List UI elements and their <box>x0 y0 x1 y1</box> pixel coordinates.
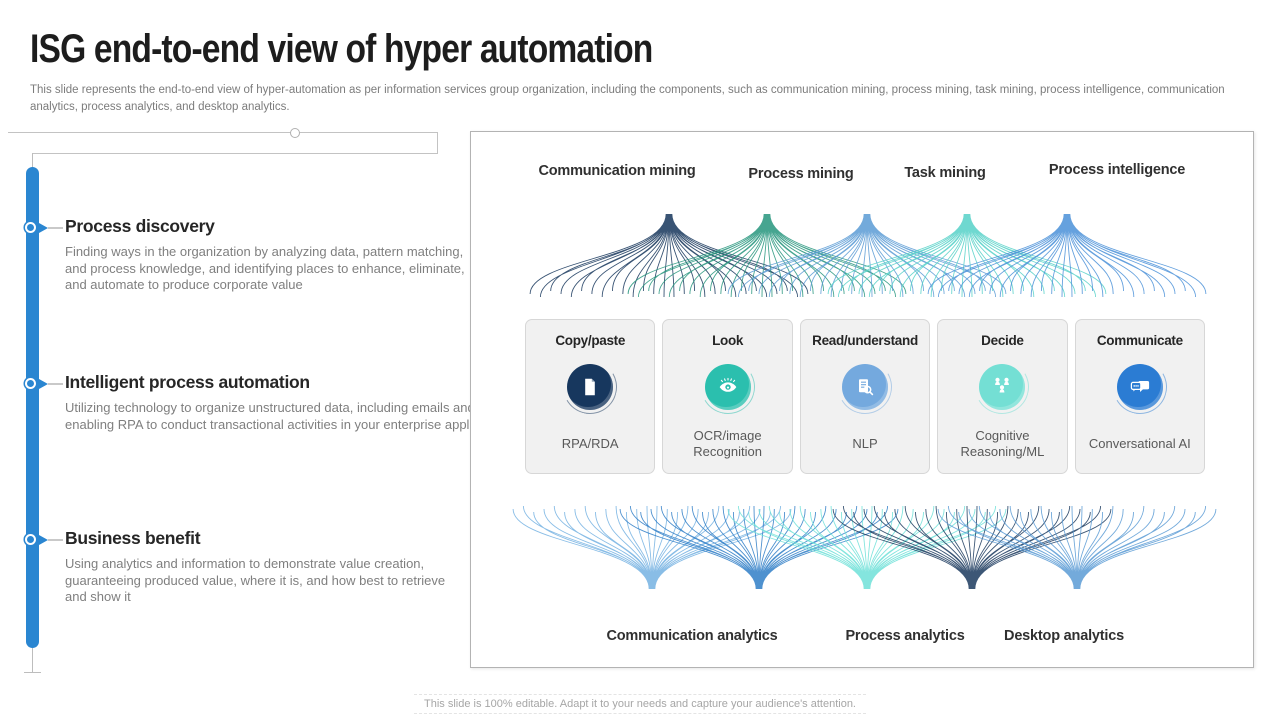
timeline-marker <box>25 222 36 233</box>
capability-box-header: Decide <box>981 333 1024 348</box>
capability-box-label: Cognitive Reasoning/ML <box>960 427 1045 459</box>
top-label-task-mining[interactable]: Task mining <box>904 165 986 181</box>
capability-box-look[interactable]: Look OCR/image Recognition <box>662 319 793 474</box>
timeline-item-title[interactable]: Business benefit <box>65 528 201 548</box>
timeline-marker <box>25 378 36 389</box>
timeline-end-tick <box>24 672 41 673</box>
diagram-panel[interactable]: Communication mining Process mining Task… <box>470 131 1254 668</box>
capability-box-header: Read/understand <box>812 333 918 348</box>
capability-box-copy-paste[interactable]: Copy/paste RPA/RDA <box>525 319 656 474</box>
capability-box-label: RPA/RDA <box>561 435 619 451</box>
people-network-icon[interactable] <box>979 364 1026 410</box>
document-search-icon[interactable] <box>842 364 889 410</box>
timeline-marker <box>25 534 36 545</box>
capability-box-header: Copy/paste <box>555 333 626 348</box>
capability-box-label: Conversational AI <box>1088 435 1191 451</box>
selection-outline-right <box>437 132 438 154</box>
timeline-marker-arrow <box>39 535 48 545</box>
capability-box-decide[interactable]: Decide Cognitive Reasoning/ML <box>937 319 1068 474</box>
selection-outline-bottom <box>32 153 438 154</box>
timeline-item-description[interactable]: Finding ways in the organization by anal… <box>65 244 465 292</box>
slide-subtitle[interactable]: This slide represents the end-to-end vie… <box>30 84 1225 113</box>
bottom-label-process-analytics[interactable]: Process analytics <box>845 628 965 644</box>
top-label-process-mining[interactable]: Process mining <box>748 166 854 182</box>
timeline-connector <box>48 227 63 229</box>
capability-box-header: Look <box>712 333 744 348</box>
timeline-bar[interactable] <box>26 167 39 648</box>
selection-outline-top <box>8 132 438 133</box>
chat-bubbles-icon[interactable] <box>1116 364 1163 410</box>
timeline-item-description[interactable]: Utilizing technology to organize unstruc… <box>65 400 514 432</box>
bottom-label-desktop-analytics[interactable]: Desktop analytics <box>1004 628 1124 644</box>
timeline-connector <box>48 383 63 385</box>
capability-boxes-row: Copy/paste RPA/RDA Look <box>525 319 1206 474</box>
capability-box-header: Communicate <box>1096 333 1183 348</box>
document-icon[interactable] <box>567 364 614 410</box>
page-title[interactable]: ISG end-to-end view of hyper automation <box>30 27 653 71</box>
footer-note[interactable]: This slide is 100% editable. Adapt it to… <box>414 694 866 714</box>
capability-box-label: OCR/image Recognition <box>693 427 762 459</box>
top-label-process-intelligence[interactable]: Process intelligence <box>1048 162 1186 178</box>
connection-fans <box>512 213 1217 590</box>
timeline-marker-arrow <box>39 223 48 233</box>
capability-box-label: NLP <box>852 435 878 451</box>
selection-handle[interactable] <box>290 128 300 138</box>
timeline-item-title[interactable]: Intelligent process automation <box>65 372 310 392</box>
capability-box-communicate[interactable]: Communicate Conversational AI <box>1074 319 1206 474</box>
timeline-item-description[interactable]: Using analytics and information to demon… <box>65 556 446 604</box>
timeline-connector <box>48 539 63 541</box>
top-label-communication-mining[interactable]: Communication mining <box>538 163 696 179</box>
capability-box-read-understand[interactable]: Read/understand NLP <box>799 319 931 474</box>
bottom-label-communication-analytics[interactable]: Communication analytics <box>606 628 778 644</box>
eye-icon[interactable] <box>704 364 751 410</box>
timeline-item-title[interactable]: Process discovery <box>65 216 215 236</box>
timeline-marker-arrow <box>39 379 48 389</box>
